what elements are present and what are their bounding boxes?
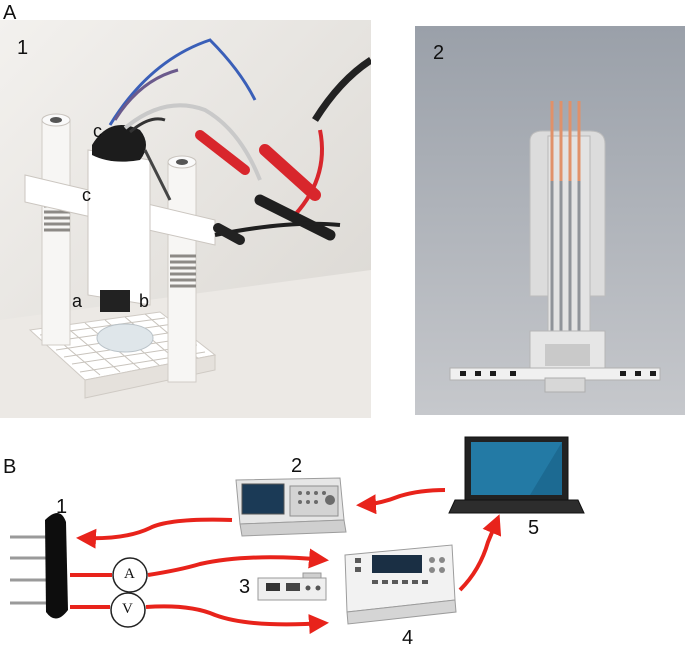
label-electrode: 1 [56, 496, 68, 518]
cad-render: 2 [415, 26, 685, 415]
arrow-laptop-to-generator [356, 488, 446, 515]
voltmeter-icon [110, 592, 146, 628]
label-laptop: 5 [528, 517, 540, 539]
arrow-multimeter-to-laptop [458, 514, 502, 592]
panel-a-label: A [3, 2, 17, 24]
render-panel-number: 2 [433, 42, 445, 64]
part-label-b: b [139, 291, 150, 311]
power-supply-icon [257, 572, 327, 601]
function-generator-icon [235, 477, 347, 537]
voltmeter-symbol: V [122, 601, 133, 617]
ammeter-symbol: A [124, 566, 135, 582]
label-multimeter: 4 [402, 627, 414, 649]
laptop-icon [448, 436, 585, 514]
arrow-ammeter-to-multimeter [147, 548, 329, 577]
label-function-generator: 2 [291, 455, 303, 477]
label-power-supply: 3 [239, 576, 251, 598]
device-photo-illustration [0, 20, 371, 418]
multimeter-icon [344, 544, 457, 625]
ammeter-icon [112, 557, 148, 593]
cad-render-illustration [415, 26, 685, 415]
part-label-c-body: c [82, 185, 91, 205]
panel-b-label: B [3, 456, 17, 478]
device-photo: 1 a b c c [0, 20, 371, 418]
part-label-c-top: c [93, 121, 102, 141]
arrow-generator-to-electrode [76, 517, 233, 549]
arrow-voltmeter-to-multimeter [145, 604, 329, 635]
part-label-a: a [72, 291, 83, 311]
photo-panel-number: 1 [17, 37, 29, 59]
electrode-icon [10, 512, 68, 619]
